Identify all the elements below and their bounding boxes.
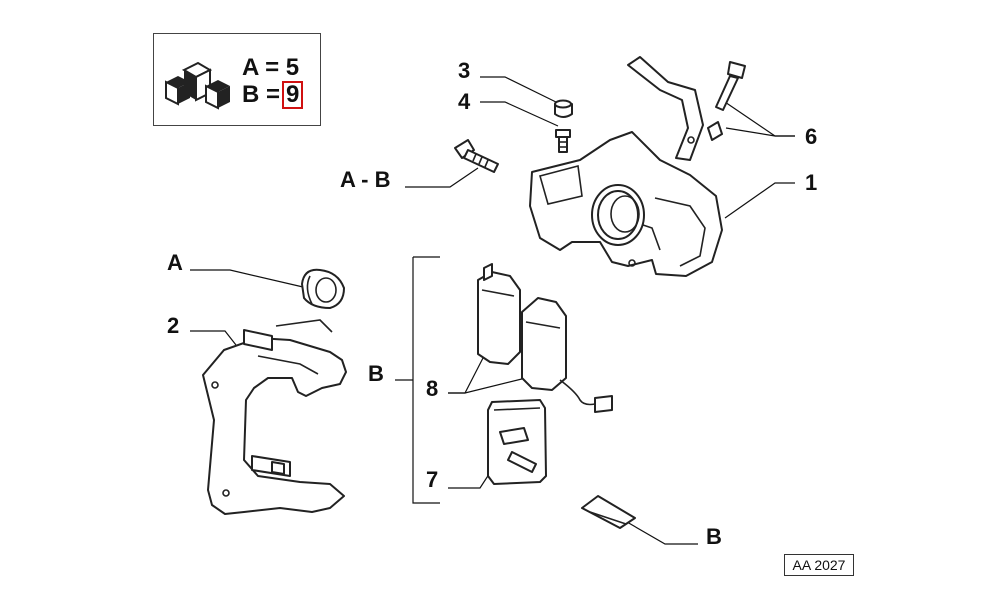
brake-pads xyxy=(477,263,613,413)
callout-7: 7 xyxy=(426,467,439,492)
clip-kit-bag xyxy=(487,399,547,485)
legend-line-a: A = 5 xyxy=(242,56,299,80)
dust-boot xyxy=(301,268,345,309)
leader-lines xyxy=(190,76,795,545)
legend-line-b: B =9 xyxy=(242,81,304,109)
legend-a-prefix: A = xyxy=(242,54,286,81)
caliper-bolt xyxy=(454,139,499,173)
callout-b-group: B xyxy=(368,361,384,386)
bleed-cap xyxy=(554,99,573,118)
legend-a-value: 5 xyxy=(285,54,300,81)
callout-3: 3 xyxy=(458,58,471,83)
brake-caliper xyxy=(529,131,723,277)
bracket-and-bolt xyxy=(627,56,746,161)
caliper-carrier xyxy=(202,319,347,515)
callout-6: 6 xyxy=(805,124,818,149)
callout-8: 8 xyxy=(426,376,439,401)
legend-b-prefix: B = xyxy=(242,81,281,108)
callout-a-b: A - B xyxy=(340,167,391,192)
parts-boxes-icon xyxy=(165,61,230,110)
callout-1: 1 xyxy=(805,170,818,195)
bleed-screw xyxy=(555,129,571,153)
callout-a: A xyxy=(167,250,183,275)
quantity-legend: A = 5 B =9 xyxy=(153,33,321,126)
anti-rattle-clip xyxy=(581,495,636,529)
callout-b-clip: B xyxy=(706,524,722,549)
legend-b-value-highlighted: 9 xyxy=(282,81,304,109)
reference-code: AA 2027 xyxy=(784,554,854,576)
callout-2: 2 xyxy=(167,313,180,338)
callout-4: 4 xyxy=(458,89,471,114)
